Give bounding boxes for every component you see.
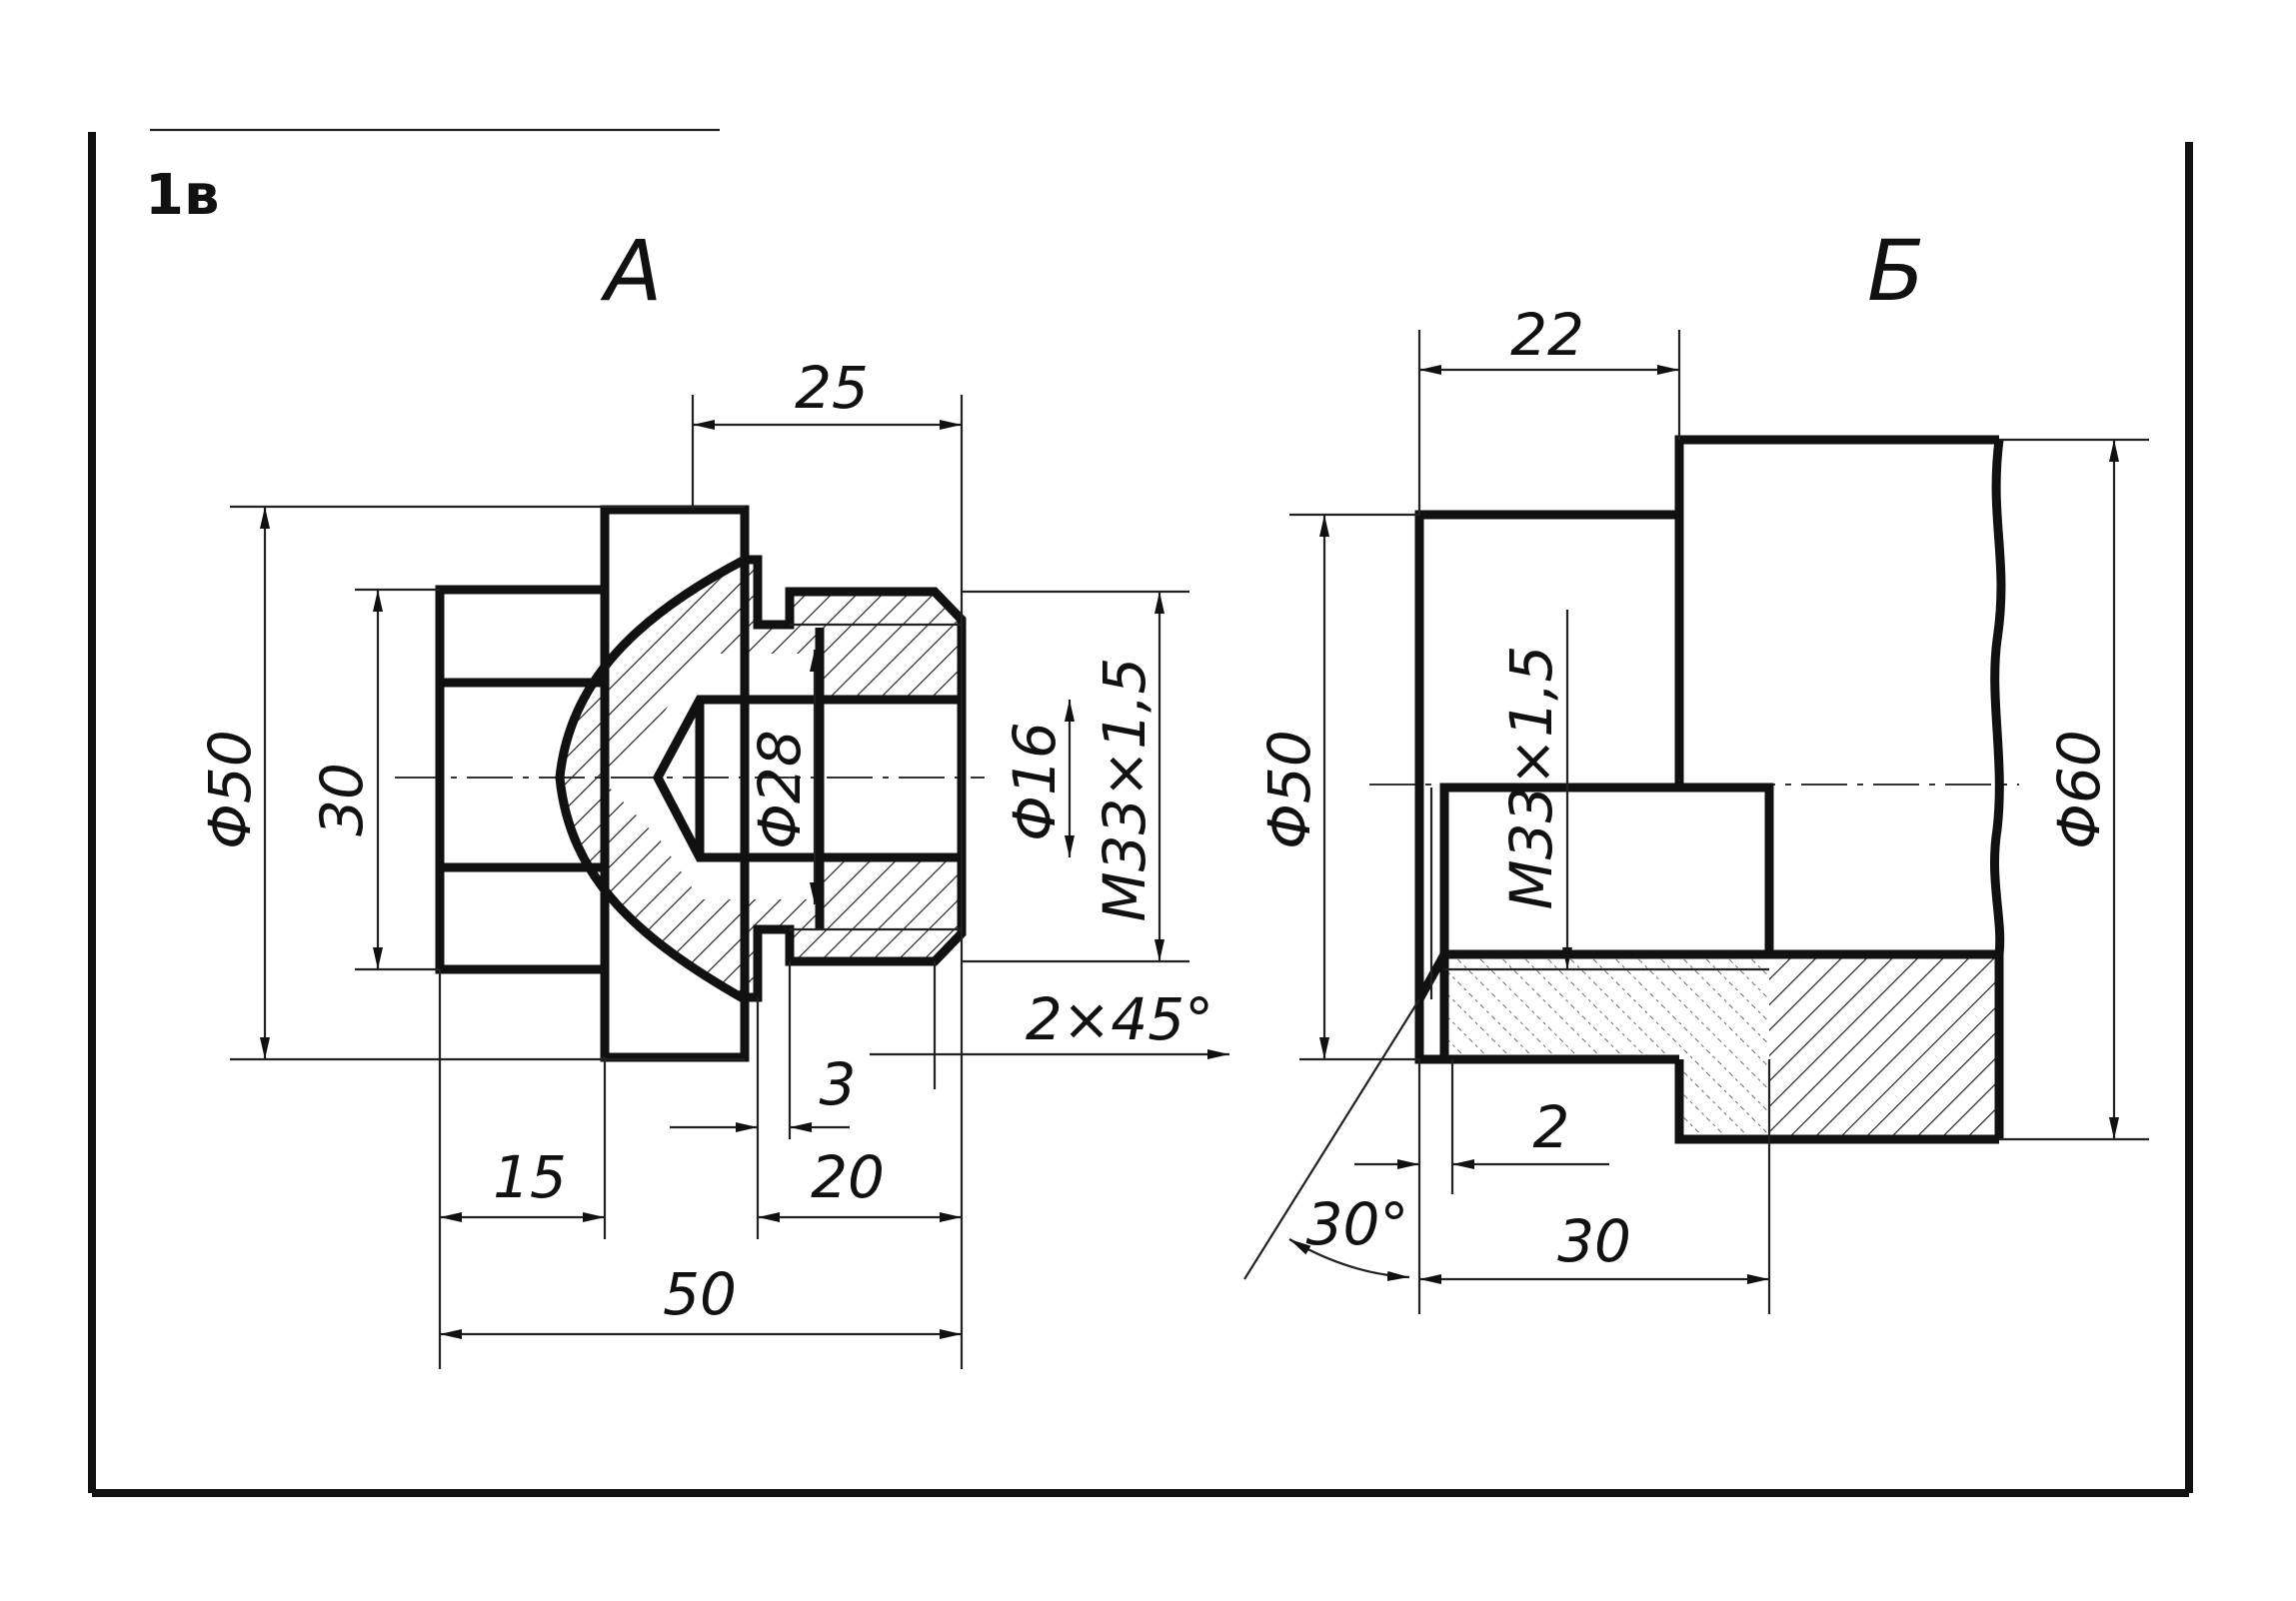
view-a-dim-outer-diameter: Φ50	[196, 730, 264, 848]
view-b-outline	[1414, 435, 2006, 1144]
view-a-dome	[555, 510, 750, 1057]
sheet-frame	[88, 128, 2193, 1497]
view-b-dim-thread: M33×1,5	[1497, 646, 1565, 910]
view-b-threaded-hole-hatch	[1444, 957, 1769, 1059]
view-b-dim-small-diameter: Φ50	[1255, 730, 1323, 848]
view-a-dim-thread: M33×1,5	[1091, 658, 1158, 922]
view-a-section-hatch	[560, 560, 962, 997]
view-a-extension-lines	[230, 395, 1189, 1369]
view-b-dim-chamfer-length: 2	[1533, 1093, 1570, 1161]
view-a: А	[196, 222, 1229, 1369]
view-a-title: А	[600, 222, 662, 320]
view-a-dim-chamfer: 2×45°	[1026, 985, 1213, 1053]
view-a-dim-drill: Φ16	[1001, 722, 1069, 840]
view-a-dimension-lines	[260, 420, 1229, 1339]
view-a-dim-thread-length: 20	[811, 1143, 885, 1211]
view-a-dim-bore: Φ28	[746, 730, 814, 848]
view-b-dimension-lines	[1288, 365, 2119, 1284]
view-a-dim-total-length: 50	[663, 1260, 737, 1328]
view-b-dim-angle: 30°	[1306, 1190, 1409, 1258]
view-a-dim-head-length: 15	[493, 1143, 567, 1211]
view-b-dim-top-length: 22	[1510, 301, 1584, 369]
view-a-dim-top-length: 25	[795, 354, 869, 422]
view-b-threaded-hole-hatch-lower	[1679, 1059, 1769, 1139]
view-b-dim-large-diameter: Φ60	[2045, 730, 2113, 848]
sheet-label: 1в	[145, 163, 219, 228]
view-b-section-hatch	[1769, 954, 1999, 1139]
view-b-dim-thread-length: 30	[1557, 1207, 1631, 1275]
view-a-hex-head	[435, 505, 750, 1062]
view-a-dim-hex: 30	[308, 763, 376, 836]
view-a-dim-groove: 3	[820, 1050, 857, 1118]
view-b: Б	[1243, 222, 2149, 1314]
view-b-title: Б	[1867, 222, 1925, 320]
view-b-extension-lines	[1243, 330, 2149, 1314]
